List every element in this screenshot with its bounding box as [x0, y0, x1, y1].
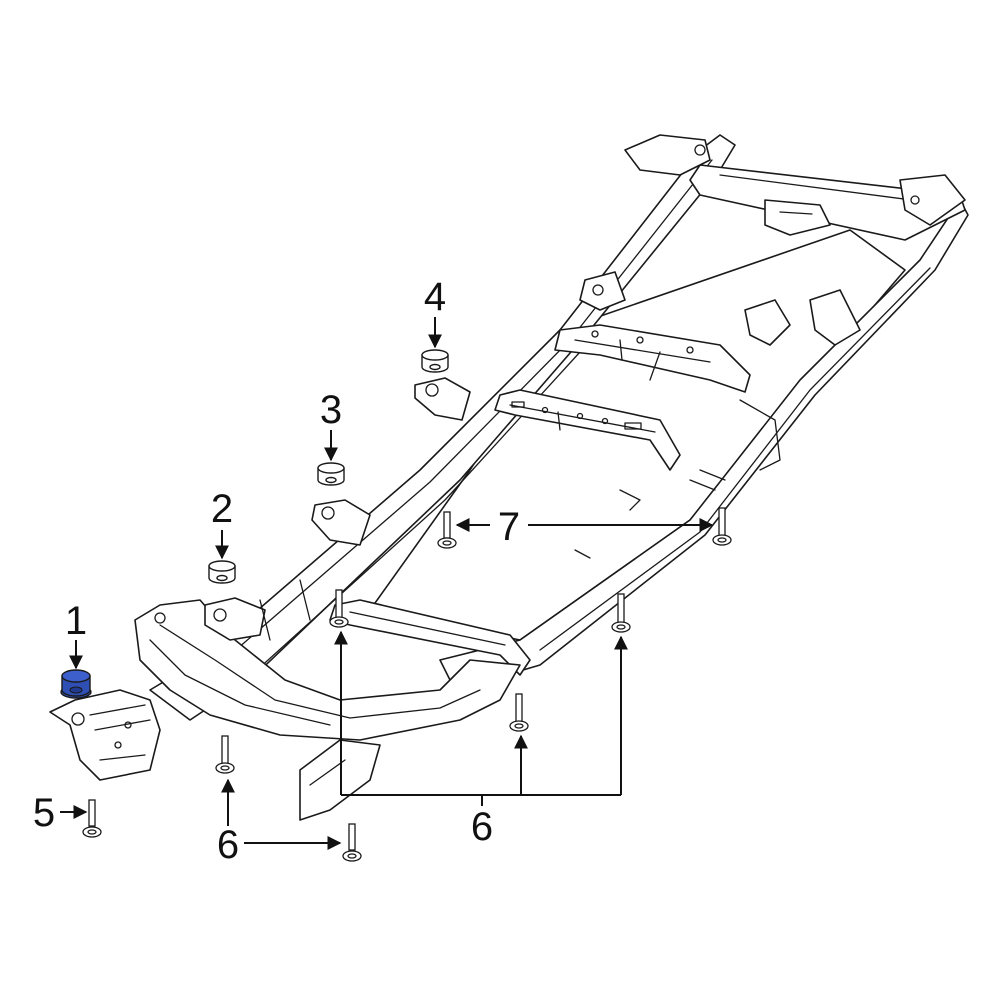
mount-bracket-rear-top — [624, 134, 711, 176]
frame-crossmember-1 — [554, 324, 751, 393]
callout-7: 7 — [498, 505, 520, 549]
part-6-bolt-d[interactable] — [509, 693, 529, 732]
callout-4: 4 — [424, 275, 446, 319]
part-4-body-mount[interactable] — [421, 349, 449, 373]
part-6-bolt-b[interactable] — [342, 823, 362, 862]
callout-6-bracket: 6 — [471, 805, 493, 849]
part-6-bolt-c[interactable] — [329, 589, 349, 628]
frame-right-rail — [439, 199, 969, 691]
part-7-bolt-b[interactable] — [712, 507, 732, 546]
callout-6-left: 6 — [217, 823, 239, 867]
part-2-body-mount[interactable] — [208, 560, 236, 584]
mount-bracket-3 — [311, 499, 371, 546]
vehicle-frame — [49, 134, 969, 821]
leader-lines — [60, 317, 714, 850]
callout-2: 2 — [211, 487, 233, 531]
part-1-body-mount[interactable] — [60, 669, 92, 699]
part-5-bolt[interactable] — [82, 799, 102, 838]
callout-labels: 1 2 3 4 5 6 6 7 — [33, 275, 520, 867]
part-6-bolt-a[interactable] — [215, 735, 235, 774]
mount-bracket-4 — [414, 377, 471, 421]
frame-rear-bracket — [764, 199, 831, 236]
callout-5: 5 — [33, 791, 55, 835]
callout-3: 3 — [320, 388, 342, 432]
frame-crossmember-2 — [494, 389, 681, 471]
frame-front-horn-left — [49, 689, 161, 781]
part-3-body-mount[interactable] — [317, 462, 345, 486]
mount-bracket-right-rear — [899, 174, 966, 226]
part-7-bolt-a[interactable] — [437, 511, 457, 549]
mount-bracket-right-2 — [809, 289, 861, 346]
callout-1: 1 — [65, 599, 87, 643]
mount-bracket-right-1 — [744, 299, 791, 346]
part-6-bolt-e[interactable] — [611, 593, 631, 633]
